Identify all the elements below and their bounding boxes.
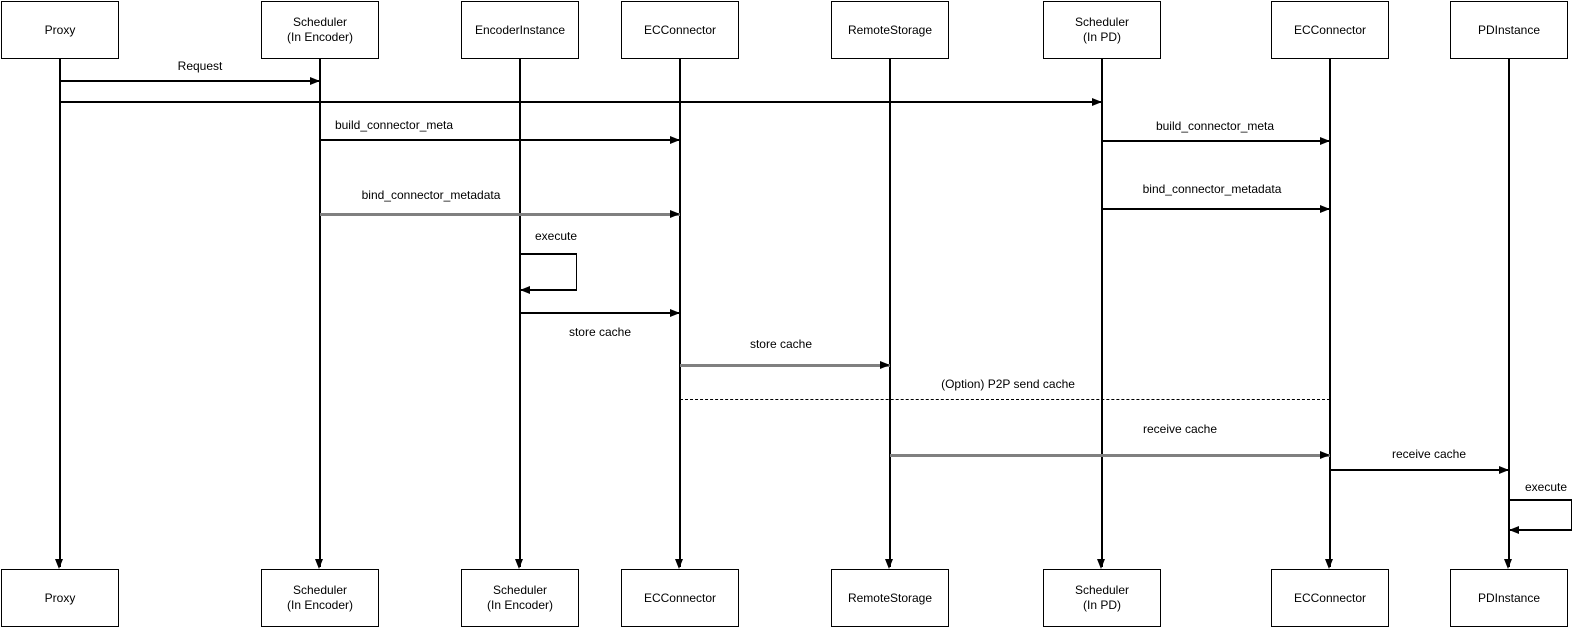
participant-box-top-scheduler-in-encoder: Scheduler(In Encoder) [261,1,379,59]
lifeline-arrowhead-ec-connector-encoder [675,559,683,569]
message-arrowhead-store-cache-to-ecconnector [670,308,680,317]
self-message-side-execute-encoder [576,254,578,290]
lifeline-proxy [59,59,61,567]
participant-box-top-proxy: Proxy [1,1,119,59]
participant-label: PDInstance [1477,22,1541,37]
message-line-store-cache-to-ecconnector [520,312,680,314]
participant-box-bottom-ec-connector-pd: ECConnector [1271,569,1389,627]
message-arrowhead-receive-cache-to-pdinstance [1499,465,1509,474]
participant-label: Scheduler [1074,583,1130,597]
self-message-arrowhead-execute-encoder [520,285,530,294]
message-line-store-cache-to-remotestorage [680,364,890,367]
participant-label: ECConnector [643,590,717,605]
participant-box-top-remote-storage: RemoteStorage [831,1,949,59]
self-message-out-execute-pd [1509,499,1572,501]
participant-label: Scheduler [1074,15,1130,29]
message-label-build-connector-meta-pd: build_connector_meta [1153,119,1277,133]
message-label-store-cache-to-ecconnector: store cache [566,325,634,339]
participant-label: (In Encoder) [486,598,554,612]
message-label-store-cache-to-remotestorage: store cache [747,337,815,351]
message-label-receive-cache-to-ecconnector: receive cache [1140,422,1220,436]
participant-label: (In PD) [1082,598,1121,612]
participant-label: Scheduler [292,583,348,597]
message-line-request [60,80,320,82]
lifeline-scheduler-in-encoder [319,59,321,567]
participant-box-bottom-pd-instance: PDInstance [1450,569,1568,627]
message-arrowhead-build-connector-meta-encoder [670,135,680,144]
participant-label: (In PD) [1082,30,1121,44]
message-arrowhead-bind-connector-metadata-encoder [670,209,680,218]
message-line-receive-cache-to-pdinstance [1330,469,1509,471]
lifeline-encoder-instance [519,59,521,567]
message-line-request-forward-to-pd [60,101,1102,103]
message-label-p2p-send-cache-option: (Option) P2P send cache [939,377,1077,391]
self-message-return-execute-encoder [520,289,577,291]
participant-label: ECConnector [643,22,717,37]
participant-box-bottom-scheduler-in-pd: Scheduler(In PD) [1043,569,1161,627]
message-line-receive-cache-to-ecconnector [890,454,1330,457]
participant-box-bottom-remote-storage: RemoteStorage [831,569,949,627]
participant-label: ECConnector [1293,22,1367,37]
participant-label: PDInstance [1477,590,1541,605]
message-arrowhead-receive-cache-to-ecconnector [1320,450,1330,459]
participant-label: Proxy [44,22,76,37]
participant-label: RemoteStorage [847,590,933,605]
message-arrowhead-store-cache-to-remotestorage [880,360,890,369]
message-line-build-connector-meta-encoder [320,139,680,141]
participant-label: (In Encoder) [286,30,354,44]
participant-box-top-encoder-instance: EncoderInstance [461,1,579,59]
lifeline-scheduler-in-pd [1101,59,1103,567]
self-message-return-execute-pd [1509,529,1572,531]
lifeline-arrowhead-proxy [55,559,63,569]
message-label-bind-connector-metadata-encoder: bind_connector_metadata [359,188,503,202]
message-arrowhead-request [310,76,320,85]
message-line-build-connector-meta-pd [1102,140,1330,142]
lifeline-arrowhead-remote-storage [885,559,893,569]
self-message-label-execute-pd: execute [1522,480,1570,494]
participant-box-top-ec-connector-pd: ECConnector [1271,1,1389,59]
participant-box-top-pd-instance: PDInstance [1450,1,1568,59]
lifeline-arrowhead-scheduler-in-encoder [315,559,323,569]
message-label-build-connector-meta-encoder: build_connector_meta [332,118,456,132]
self-message-out-execute-encoder [520,253,577,255]
participant-box-top-ec-connector-encoder: ECConnector [621,1,739,59]
message-label-bind-connector-metadata-pd: bind_connector_metadata [1140,182,1284,196]
participant-label: (In Encoder) [286,598,354,612]
participant-label: EncoderInstance [474,22,566,37]
participant-box-bottom-scheduler-in-encoder: Scheduler(In Encoder) [261,569,379,627]
participant-label: RemoteStorage [847,22,933,37]
participant-box-bottom-ec-connector-encoder: ECConnector [621,569,739,627]
self-message-label-execute-encoder: execute [532,229,580,243]
participant-box-bottom-proxy: Proxy [1,569,119,627]
participant-box-top-scheduler-in-pd: Scheduler(In PD) [1043,1,1161,59]
message-line-p2p-send-cache-option [680,399,1330,400]
message-line-bind-connector-metadata-encoder [320,213,680,216]
participant-label: Proxy [44,590,76,605]
lifeline-pd-instance [1508,59,1510,567]
message-arrowhead-bind-connector-metadata-pd [1320,204,1330,213]
lifeline-ec-connector-pd [1329,59,1331,567]
lifeline-arrowhead-ec-connector-pd [1325,559,1333,569]
message-label-request: Request [175,59,225,73]
participant-box-bottom-encoder-instance: Scheduler(In Encoder) [461,569,579,627]
participant-label: Scheduler [292,15,348,29]
message-arrowhead-build-connector-meta-pd [1320,136,1330,145]
message-line-bind-connector-metadata-pd [1102,208,1330,210]
lifeline-arrowhead-encoder-instance [515,559,523,569]
participant-label: ECConnector [1293,590,1367,605]
lifeline-arrowhead-pd-instance [1504,559,1512,569]
lifeline-remote-storage [889,59,891,567]
self-message-side-execute-pd [1571,500,1573,530]
participant-label: Scheduler [492,583,548,597]
self-message-arrowhead-execute-pd [1509,525,1519,534]
message-label-receive-cache-to-pdinstance: receive cache [1389,447,1469,461]
lifeline-arrowhead-scheduler-in-pd [1097,559,1105,569]
message-arrowhead-request-forward-to-pd [1092,97,1102,106]
